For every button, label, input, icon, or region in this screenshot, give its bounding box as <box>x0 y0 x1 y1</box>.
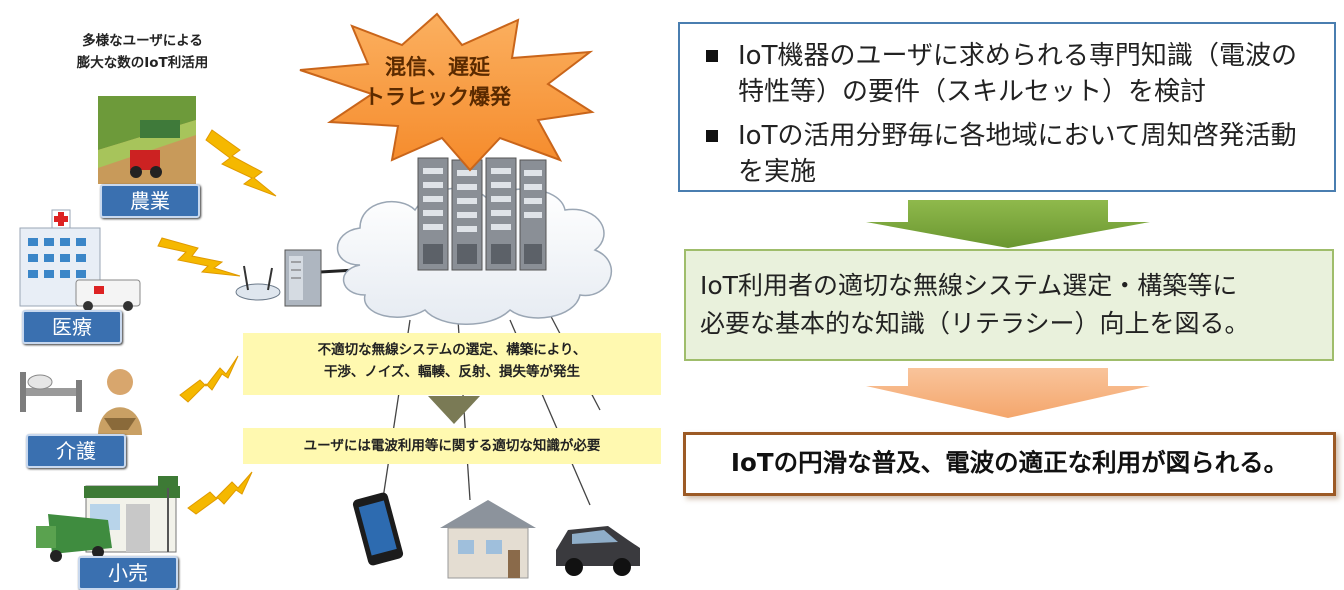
lightning-icon <box>187 471 253 515</box>
nursing-care-illustration <box>20 369 142 435</box>
agriculture-illustration <box>98 96 196 184</box>
task-item-text: IoT機器のユーザに求められる専門知識（電波の特性等）の要件（スキルセット）を検… <box>738 41 1297 107</box>
edge-server-icon <box>284 249 322 307</box>
sector-label-medical: 医療 <box>22 310 122 344</box>
hospital-illustration <box>19 209 141 311</box>
square-bullet-icon <box>706 50 718 62</box>
burst-text: 混信、遅延 トラヒック爆発 <box>364 55 511 109</box>
lightning-icon <box>179 355 239 403</box>
smartphone-icon <box>352 492 404 566</box>
task-box: IoT機器のユーザに求められる専門知識（電波の特性等）の要件（スキルセット）を検… <box>678 22 1336 192</box>
sector-label-agriculture: 農業 <box>100 184 200 218</box>
users-title: 多様なユーザによる 膨大な数のIoT利活用 <box>76 33 209 71</box>
literacy-goal-box: IoT利用者の適切な無線システム選定・構築等に 必要な基本的な知識（リテラシー）… <box>684 249 1334 361</box>
problem-callout: 不適切な無線システムの選定、構築により、 干渉、ノイズ、輻輳、反射、損失等が発生 <box>243 333 661 395</box>
server-rack-icon <box>417 157 547 271</box>
square-bullet-icon <box>706 130 718 142</box>
sector-label-retail: 小売 <box>78 556 178 590</box>
task-item: IoTの活用分野毎に各地域において周知啓発活動を実施 <box>706 118 1320 190</box>
task-item-text: IoTの活用分野毎に各地域において周知啓発活動を実施 <box>738 121 1297 187</box>
task-item: IoT機器のユーザに求められる専門知識（電波の特性等）の要件（スキルセット）を検… <box>706 38 1320 110</box>
wireless-router-icon <box>235 265 281 301</box>
outcome-box: IoTの円滑な普及、電波の適正な利用が図られる。 <box>683 432 1336 496</box>
down-arrow-triangle <box>428 396 480 424</box>
orange-down-arrow <box>866 368 1150 418</box>
lightning-icons <box>157 129 277 515</box>
sector-label-nursing-care: 介護 <box>26 434 126 468</box>
traffic-explosion-burst <box>299 12 595 172</box>
green-down-arrow <box>866 200 1150 248</box>
lightning-icon <box>157 237 241 277</box>
lightning-icon <box>205 129 277 197</box>
car-icon <box>556 526 640 576</box>
retail-illustration <box>36 476 180 562</box>
house-icon <box>440 500 536 579</box>
need-callout: ユーザには電波利用等に関する適切な知識が必要 <box>243 428 661 464</box>
